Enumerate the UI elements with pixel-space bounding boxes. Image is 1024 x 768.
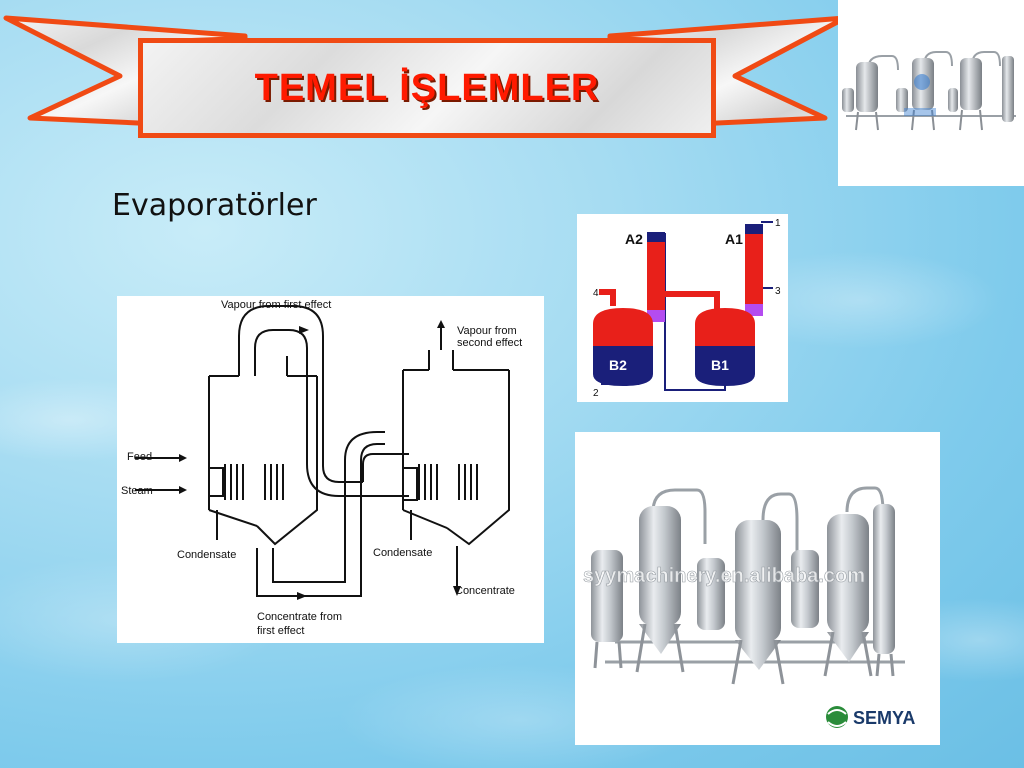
title-box: TEMEL İŞLEMLER [138, 38, 716, 138]
label-steam: Steam [121, 485, 153, 497]
slide-title: TEMEL İŞLEMLER [254, 66, 600, 109]
equipment-thumbnail [838, 0, 1024, 186]
label-concentrate-first-2: first effect [257, 625, 304, 637]
label-a1: A1 [725, 231, 743, 247]
label-condensate-left: Condensate [177, 549, 236, 561]
label-n1: 1 [775, 218, 781, 229]
column-diagram: A2 A1 B2 B1 1 2 3 4 [577, 214, 788, 402]
label-b1: B1 [711, 357, 729, 373]
label-n3: 3 [775, 286, 781, 297]
label-vapour-second-2: second effect [457, 337, 522, 349]
label-concentrate: Concentrate [455, 585, 515, 597]
label-n4: 4 [593, 288, 599, 299]
photo-watermark: syymachinery.en.alibaba.com [583, 565, 865, 587]
label-n2: 2 [593, 388, 599, 399]
label-feed: Feed [127, 451, 152, 463]
label-concentrate-first-1: Concentrate from [257, 611, 342, 623]
label-vapour-second-1: Vapour from [457, 325, 517, 337]
evaporator-schematic: Vapour from first effect Vapour from sec… [117, 296, 544, 643]
evaporator-photo: syymachinery.en.alibaba.com SEMYA [575, 432, 940, 745]
label-vapour-first: Vapour from first effect [221, 299, 331, 311]
label-condensate-right: Condensate [373, 547, 432, 559]
label-b2: B2 [609, 357, 627, 373]
semya-logo: SEMYA [826, 706, 915, 728]
slide-subtitle: Evaporatörler [112, 188, 317, 223]
brand-name: SEMYA [853, 708, 915, 728]
label-a2: A2 [625, 231, 643, 247]
